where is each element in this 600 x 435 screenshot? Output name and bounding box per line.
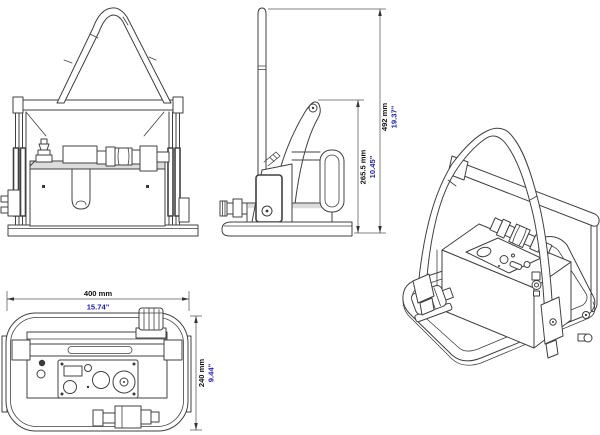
iso-left-leg-bracket xyxy=(412,273,435,316)
dimension-label-lever-height-mm: 265.5 mm xyxy=(359,149,368,184)
panel-port xyxy=(63,380,77,394)
side-body-housing xyxy=(246,151,333,223)
bar-bracket-right xyxy=(163,339,183,361)
side-baseplate xyxy=(221,221,353,237)
iso-control-panel xyxy=(465,237,542,274)
dimension-label-overall-height-inch: 19.37" xyxy=(390,105,399,128)
dimension-label-lever-height-inch: 10.45" xyxy=(368,155,377,178)
crossbar xyxy=(12,96,184,137)
dimension-label-width-inch: 9.44" xyxy=(207,363,216,382)
bar-bracket-left xyxy=(11,339,31,361)
handle-arch xyxy=(56,7,172,104)
baseplate xyxy=(7,224,199,237)
left-leg-assembly xyxy=(0,111,27,226)
filter-housing xyxy=(62,145,98,210)
dimension-lever-height: 265.5 mm 10.45" xyxy=(318,99,377,233)
vacuum-gauge xyxy=(112,370,136,394)
hose-fitting xyxy=(219,198,248,218)
dimension-length: 400 mm 15.74" xyxy=(6,289,190,312)
bottom-fitting xyxy=(92,405,160,429)
isometric-view xyxy=(402,127,600,366)
relief-valve xyxy=(35,138,53,163)
dimension-label-length-inch: 15.74" xyxy=(87,303,110,312)
handle-bar xyxy=(11,339,183,361)
panel-button xyxy=(84,364,92,372)
right-leg-assembly xyxy=(167,111,190,226)
side-view: 492 mm 19.37" 265.5 mm 10.45" xyxy=(219,7,399,237)
iso-valve-bolt xyxy=(531,271,542,297)
panel-display xyxy=(63,365,83,377)
front-view xyxy=(0,7,199,237)
dimension-label-length-mm: 400 mm xyxy=(84,289,113,298)
handle-profile xyxy=(319,149,345,213)
top-view: 400 mm 15.74" 240 mm 9.44" xyxy=(1,289,216,432)
iso-rear-plate xyxy=(577,221,598,343)
dimension-label-overall-height-mm: 492 mm xyxy=(380,103,389,132)
iso-right-leg-bracket xyxy=(540,296,564,359)
panel-knob xyxy=(92,371,110,389)
dimension-label-width-mm: 240 mm xyxy=(197,359,206,388)
control-panel xyxy=(57,359,139,399)
ribbed-connector xyxy=(135,307,167,339)
dimension-width: 240 mm 9.44" xyxy=(190,315,216,431)
body-housing xyxy=(29,160,166,227)
hose-coupling xyxy=(96,145,170,172)
release-lever-rod xyxy=(257,7,281,179)
indicator-dot xyxy=(38,359,46,367)
dimension-overall-height: 492 mm 19.37" xyxy=(268,8,399,234)
small-port xyxy=(36,369,46,379)
